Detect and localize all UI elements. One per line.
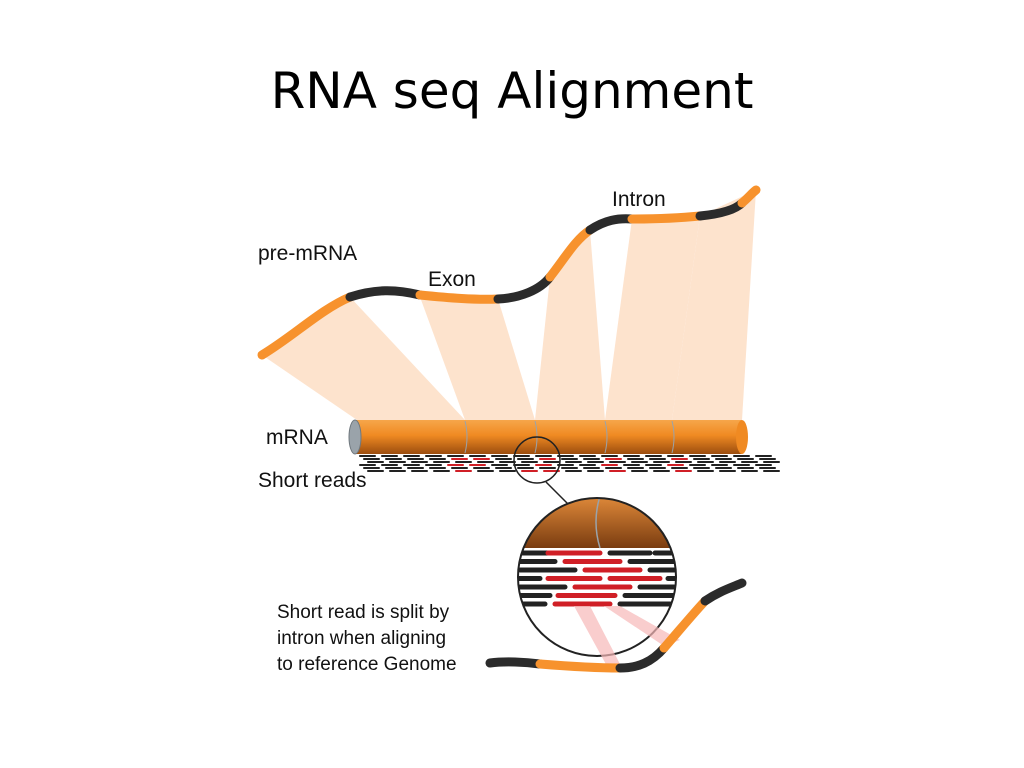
exon-mapping-bands: [262, 190, 756, 420]
mapping-band-3: [535, 230, 605, 420]
mrna-tube: [348, 419, 748, 455]
zoomed-reads-group: [518, 550, 676, 607]
intron-segment: [345, 286, 425, 302]
intron-label: Intron: [612, 188, 666, 211]
exon-segment: [415, 290, 503, 304]
zoom-connector: [545, 481, 569, 505]
exon-segment: [257, 292, 355, 360]
split-read-mapping: [574, 606, 680, 668]
intron-segment: [485, 657, 545, 669]
intron-segment: [700, 578, 747, 606]
slide-title: RNA seq Alignment: [270, 62, 754, 120]
intron-segment: [585, 214, 637, 235]
split-read-note: Short read is split by intron when align…: [277, 600, 457, 678]
note-line: to reference Genome: [277, 654, 457, 675]
exon-segment: [535, 659, 625, 673]
exon-segment: [627, 211, 705, 224]
short-reads-group: [359, 455, 780, 472]
exon-segment: [545, 225, 595, 282]
note-line: Short read is split by: [277, 602, 450, 623]
mapping-band-5: [672, 190, 756, 420]
note-line: intron when aligning: [277, 628, 447, 649]
pre-mrna-strand: [257, 185, 761, 360]
mapping-band-2: [420, 297, 535, 420]
pre-mrna-label: pre-mRNA: [258, 242, 358, 265]
exon-segment: [737, 185, 761, 208]
exon-label: Exon: [428, 268, 476, 291]
mapping-band-4: [605, 216, 700, 420]
mrna-label: mRNA: [266, 426, 328, 449]
reference-genome-strand: [485, 578, 747, 673]
zoom-indicator: [513, 436, 561, 484]
intron-segment: [493, 272, 555, 304]
mapping-band-1: [262, 297, 465, 420]
exon-segment: [659, 596, 710, 653]
short-reads-label: Short reads: [258, 469, 367, 492]
